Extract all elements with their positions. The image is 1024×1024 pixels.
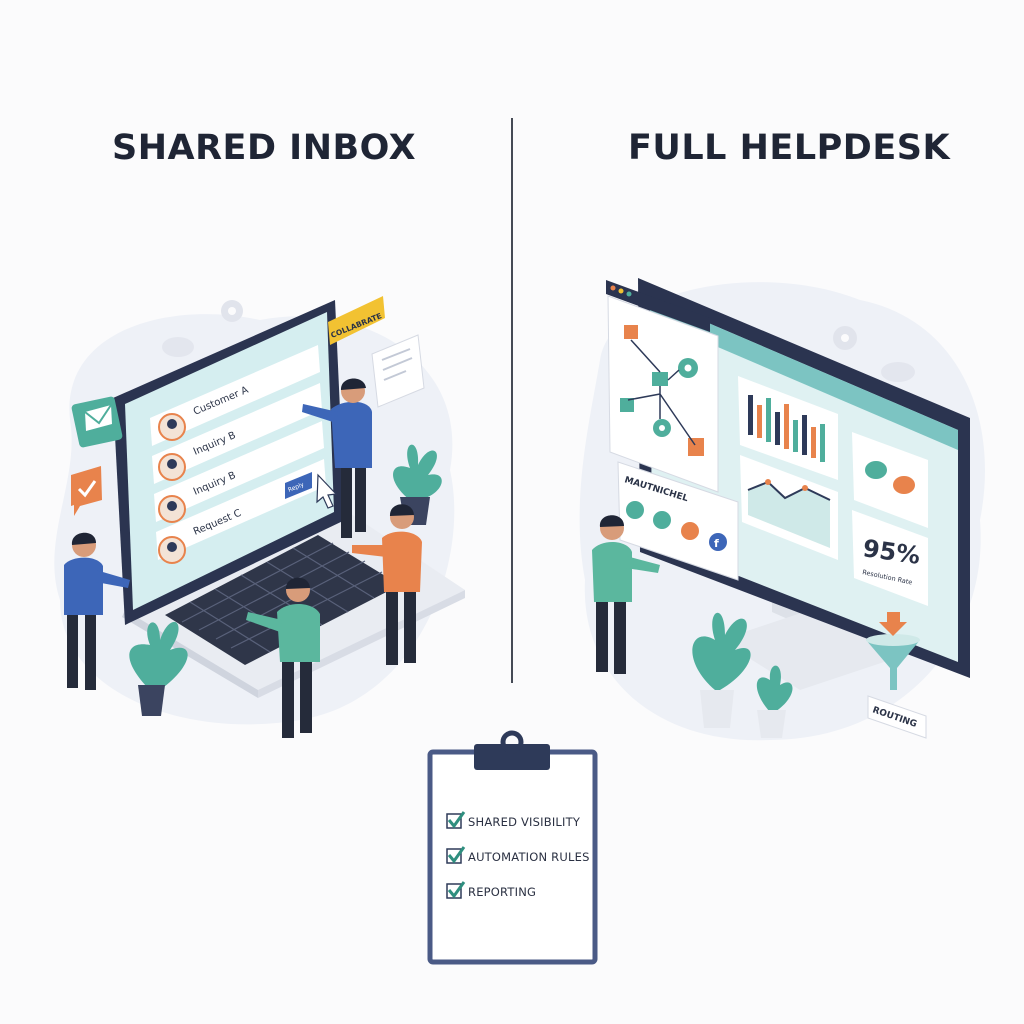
arrow-down-icon (879, 612, 907, 636)
chart-bar (766, 398, 771, 442)
checklist-item: AUTOMATION RULES (446, 846, 590, 864)
checklist-item: SHARED VISIBILITY (446, 811, 581, 829)
chart-bar (784, 404, 789, 449)
person-left (64, 532, 130, 690)
workflow-node-icon (620, 398, 634, 412)
chat-channel-icon (626, 501, 644, 519)
full-helpdesk-illustration: 95% Resolution Rate MAUTNICHEL f ROUTING (579, 278, 985, 741)
chart-bar (748, 395, 753, 435)
chat-card (852, 432, 928, 528)
gear-icon (221, 300, 243, 322)
phone-channel-icon (681, 522, 699, 540)
cursor-icon (316, 473, 338, 509)
checkmark-icon (447, 811, 466, 829)
checklist-item-label: SHARED VISIBILITY (468, 815, 581, 829)
chart-bar (820, 424, 825, 462)
checklist-item-label: REPORTING (468, 885, 536, 899)
workflow-node-icon (624, 325, 638, 339)
checkmark-bubble-icon (71, 466, 102, 516)
shared-inbox-title: SHARED INBOX (112, 128, 417, 168)
checkmark-icon (447, 881, 466, 899)
facebook-icon (709, 533, 727, 551)
plant-large (692, 612, 751, 728)
routing-tag: ROUTING (867, 695, 927, 739)
metric-card: 95% Resolution Rate (852, 510, 928, 606)
full-helpdesk-title: FULL HELPDESK (628, 128, 951, 168)
person-blue (302, 378, 372, 538)
chart-bar (802, 415, 807, 455)
reply-button[interactable]: Reply (285, 472, 338, 509)
person-teal (246, 577, 320, 738)
browser-window (606, 280, 710, 332)
chart-bar (775, 412, 780, 445)
workflow-node-icon (652, 372, 668, 386)
chat-bubble-icon (865, 461, 887, 479)
cloud-icon (881, 362, 915, 382)
document-icon (371, 334, 425, 408)
routing-funnel (866, 612, 920, 690)
shared-inbox-illustration: Customer A Inquiry B Inquiry B Request C… (54, 296, 465, 738)
multichannel-card: MAUTNICHEL f (617, 461, 739, 581)
document-icon (688, 438, 704, 456)
cloud-icon (162, 337, 194, 357)
line-chart-card (740, 455, 838, 560)
workflow-card (607, 295, 719, 493)
chart-bar (793, 420, 798, 452)
checklist-item: REPORTING (446, 881, 536, 899)
bar-chart-card (738, 376, 838, 480)
person-teal-helpdesk (592, 515, 660, 674)
plant-small (756, 665, 793, 738)
center-divider (511, 118, 513, 683)
gear-icon (833, 326, 857, 350)
envelope-icon (71, 396, 123, 448)
inbox-item[interactable]: Request C (156, 459, 326, 564)
chart-line (747, 480, 831, 501)
checkmark-icon (447, 846, 466, 864)
chat-bubble-icon (893, 476, 915, 494)
email-channel-icon (653, 511, 671, 529)
checklist-clipboard: SHARED VISIBILITY AUTOMATION RULES REPOR… (427, 730, 598, 965)
clipboard-clip (474, 744, 550, 770)
person-orange (352, 504, 422, 665)
plant-left (129, 621, 188, 716)
chart-bar (757, 405, 762, 438)
chart-point (802, 485, 808, 491)
chart-point (765, 479, 771, 485)
chart-bar (811, 427, 816, 458)
inbox-item[interactable]: Inquiry B (154, 421, 324, 523)
svg-text:f: f (714, 537, 719, 550)
checklist-item-label: AUTOMATION RULES (468, 850, 590, 864)
